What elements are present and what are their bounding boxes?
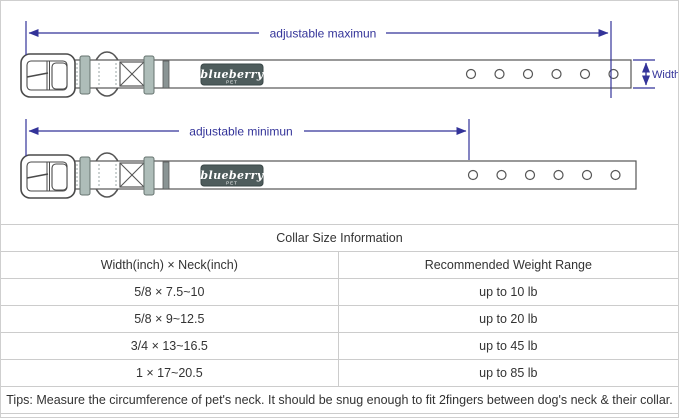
woven-label bbox=[162, 60, 170, 89]
keeper bbox=[79, 156, 91, 196]
buckle-slider bbox=[51, 62, 68, 90]
size-cell: 1 × 17~20.5 bbox=[1, 359, 339, 387]
punch-hole bbox=[608, 68, 619, 80]
punch-hole bbox=[553, 169, 564, 181]
table-title: Collar Size Information bbox=[1, 224, 678, 252]
brand-name: blueberry bbox=[200, 68, 264, 81]
punch-hole bbox=[551, 68, 562, 80]
punch-hole bbox=[494, 68, 505, 80]
punch-hole bbox=[581, 169, 593, 181]
keeper bbox=[143, 55, 155, 95]
punch-hole bbox=[579, 68, 591, 80]
dimension-minimum bbox=[25, 119, 470, 160]
table-title-row: Collar Size Information bbox=[1, 224, 678, 252]
buckle-slider bbox=[51, 163, 68, 191]
punch-hole bbox=[610, 169, 621, 181]
size-table: Collar Size Information Width(inch) × Ne… bbox=[1, 224, 678, 414]
table-tips-row: Tips: Measure the circumference of pet's… bbox=[1, 386, 678, 414]
weight-cell: up to 10 lb bbox=[337, 278, 678, 306]
dimension-width bbox=[633, 59, 655, 89]
collar-top: blueberry PET adjustable maximun bbox=[20, 21, 678, 98]
woven-label bbox=[162, 161, 170, 190]
keeper bbox=[143, 156, 155, 196]
logo-patch bbox=[200, 164, 264, 187]
collar-bottom: blueberry PET adjustable minimun bbox=[20, 119, 637, 199]
punch-hole bbox=[524, 169, 536, 181]
dimension-maximum bbox=[25, 21, 612, 98]
weight-cell: up to 45 lb bbox=[337, 332, 678, 360]
size-cell: 5/8 × 7.5~10 bbox=[1, 278, 339, 306]
table-row: 5/8 × 7.5~10 up to 10 lb bbox=[1, 278, 678, 306]
punch-holes bbox=[467, 169, 621, 181]
collar-strap bbox=[58, 160, 637, 190]
punch-hole bbox=[496, 169, 507, 181]
size-cell: 3/4 × 13~16.5 bbox=[1, 332, 339, 360]
punch-hole bbox=[467, 169, 479, 181]
table-header-row: Width(inch) × Neck(inch) Recommended Wei… bbox=[1, 251, 678, 279]
brand-sub: PET bbox=[226, 181, 238, 186]
collar-diagram: blueberry PET adjustable maximun bbox=[20, 21, 678, 199]
adjustable-minimum-label: adjustable minimun bbox=[189, 125, 292, 139]
keeper bbox=[79, 55, 91, 95]
punch-hole bbox=[522, 68, 534, 80]
table-row: 3/4 × 13~16.5 up to 45 lb bbox=[1, 332, 678, 360]
width-label: Width bbox=[652, 69, 678, 81]
logo-patch bbox=[200, 63, 264, 86]
brand-name: blueberry bbox=[200, 169, 264, 182]
weight-cell: up to 20 lb bbox=[337, 305, 678, 333]
punch-hole bbox=[465, 68, 477, 80]
size-cell: 5/8 × 9~12.5 bbox=[1, 305, 339, 333]
buckle-prong bbox=[26, 173, 49, 179]
weight-cell: up to 85 lb bbox=[337, 359, 678, 387]
table-row: 1 × 17~20.5 up to 85 lb bbox=[1, 359, 678, 387]
brand-sub: PET bbox=[226, 80, 238, 85]
tips-note: Tips: Measure the circumference of pet's… bbox=[1, 386, 678, 414]
col-header-size: Width(inch) × Neck(inch) bbox=[1, 251, 339, 279]
adjustable-maximum-label: adjustable maximun bbox=[270, 27, 377, 41]
table-row: 5/8 × 9~12.5 up to 20 lb bbox=[1, 305, 678, 333]
cross-stitch bbox=[119, 162, 145, 188]
cross-stitch bbox=[119, 61, 145, 87]
buckle-prong bbox=[26, 72, 49, 78]
col-header-weight: Recommended Weight Range bbox=[337, 251, 678, 279]
